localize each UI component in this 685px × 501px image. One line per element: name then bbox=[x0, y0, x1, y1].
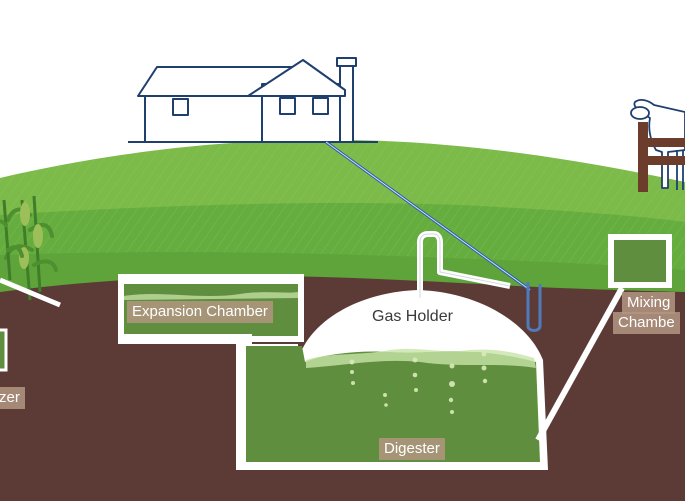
digester-label: Digester bbox=[379, 438, 445, 460]
house-icon bbox=[128, 57, 378, 143]
digester-scum bbox=[306, 348, 536, 368]
expansion-chamber-foam bbox=[124, 292, 298, 300]
mixing-chamber-label-line2: Chambe bbox=[613, 312, 680, 334]
gas-bubbles bbox=[349, 351, 488, 414]
gas-outlet-pipe-edge bbox=[419, 233, 511, 298]
mixing-chamber-slurry bbox=[614, 240, 666, 282]
gas-pipe-highlight bbox=[325, 141, 531, 291]
fertilizer-tank bbox=[0, 328, 8, 372]
corn-plant-icon bbox=[0, 195, 58, 301]
inlet-pipe bbox=[535, 286, 625, 442]
fertilizer-pipe bbox=[0, 277, 61, 308]
outlet-channel-wall bbox=[118, 334, 252, 344]
mixing-chamber-label-line1: Mixing bbox=[622, 292, 676, 314]
gas-holder-dome bbox=[306, 298, 534, 360]
digester-slurry bbox=[246, 346, 540, 462]
water-trap-u-tube bbox=[526, 282, 542, 332]
fertilizer-label-fragment: zer bbox=[0, 387, 25, 409]
gas-holder-label: Gas Holder bbox=[372, 308, 453, 325]
mixing-chamber-top-left bbox=[608, 234, 614, 242]
expansion-chamber-top bbox=[118, 274, 304, 282]
expansion-chamber-label: Expansion Chamber bbox=[127, 301, 273, 323]
fence-icon bbox=[638, 122, 685, 192]
